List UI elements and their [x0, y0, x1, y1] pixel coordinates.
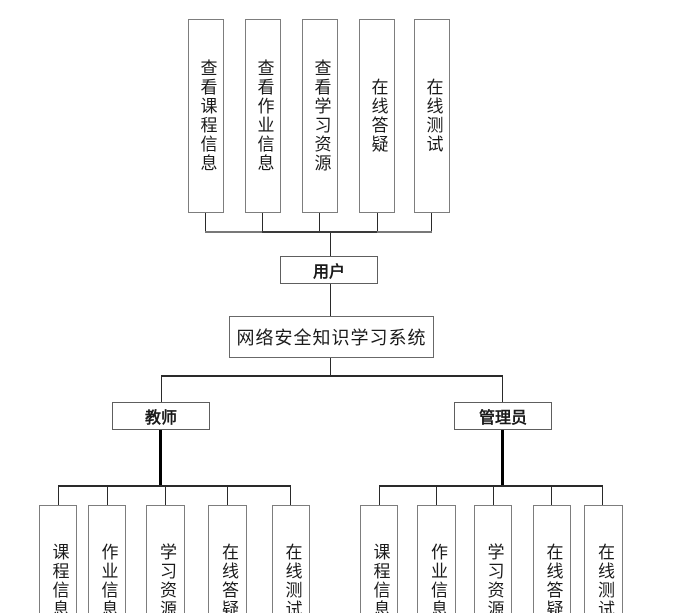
- connector-line: [493, 487, 494, 505]
- connector-line: [379, 487, 380, 505]
- node-online-test: 在线测试: [414, 19, 450, 213]
- node-admin-online-qa: 在线答疑: [533, 505, 571, 613]
- connector-bus-teacher-functions: [58, 485, 291, 487]
- node-admin-learning-resources: 学习资源: [474, 505, 512, 613]
- node-teacher-course-info: 课程信息: [39, 505, 77, 613]
- node-label: 查看课程信息: [196, 59, 217, 173]
- node-teacher-homework-info: 作业信息: [88, 505, 126, 613]
- connector-line: [319, 213, 320, 231]
- connector-line: [330, 284, 331, 316]
- connector-line: [262, 213, 263, 231]
- connector-line: [290, 487, 291, 505]
- node-label: 查看作业信息: [253, 59, 274, 173]
- connector-line: [502, 377, 503, 402]
- connector-line: [161, 377, 162, 402]
- node-label: 学习资源: [156, 543, 176, 613]
- node-teacher-online-qa: 在线答疑: [208, 505, 247, 613]
- node-admin-course-info: 课程信息: [360, 505, 398, 613]
- connector-line: [436, 487, 437, 505]
- node-admin: 管理员: [454, 402, 552, 430]
- node-label: 在线测试: [281, 543, 302, 613]
- node-label: 作业信息: [97, 543, 118, 613]
- connector-line: [107, 487, 108, 505]
- node-label: 教师: [144, 408, 177, 427]
- node-label: 查看学习资源: [310, 59, 331, 173]
- node-view-learning-resources: 查看学习资源: [302, 19, 338, 213]
- node-label: 作业信息: [427, 543, 447, 613]
- node-label: 网络安全知识学习系统: [236, 328, 427, 349]
- connector-bus-user-functions-center: [262, 231, 377, 233]
- node-label: 课程信息: [48, 543, 69, 613]
- connector-bus-roles: [161, 375, 503, 377]
- connector-bus-admin-functions: [379, 485, 603, 487]
- connector-line: [377, 213, 378, 231]
- node-label: 在线测试: [594, 543, 614, 613]
- node-label: 在线答疑: [218, 543, 238, 613]
- connector-line: [227, 487, 228, 505]
- connector-line: [58, 487, 59, 505]
- node-teacher-online-test: 在线测试: [272, 505, 310, 613]
- connector-line: [431, 213, 432, 231]
- node-label: 在线答疑: [542, 543, 563, 613]
- connector-line: [330, 358, 331, 375]
- node-admin-homework-info: 作业信息: [417, 505, 456, 613]
- node-view-homework-info: 查看作业信息: [245, 19, 281, 213]
- node-label: 在线答疑: [367, 78, 388, 154]
- connector-line: [551, 487, 552, 505]
- connector-admin-drop: [501, 430, 504, 485]
- node-teacher-learning-resources: 学习资源: [146, 505, 185, 613]
- node-teacher: 教师: [112, 402, 210, 430]
- node-online-qa: 在线答疑: [359, 19, 395, 213]
- node-user: 用户: [280, 256, 378, 284]
- connector-line: [165, 487, 166, 505]
- connector-line: [602, 487, 603, 505]
- connector-line: [205, 213, 206, 231]
- node-view-course-info: 查看课程信息: [188, 19, 224, 213]
- connector-teacher-drop: [159, 430, 162, 485]
- node-label: 管理员: [478, 408, 527, 427]
- node-label: 课程信息: [369, 543, 390, 613]
- node-label: 用户: [312, 262, 345, 281]
- node-admin-online-test: 在线测试: [584, 505, 623, 613]
- node-label: 在线测试: [422, 78, 443, 154]
- connector-line: [330, 233, 331, 256]
- node-label: 学习资源: [483, 543, 504, 613]
- node-system-root: 网络安全知识学习系统: [229, 316, 434, 358]
